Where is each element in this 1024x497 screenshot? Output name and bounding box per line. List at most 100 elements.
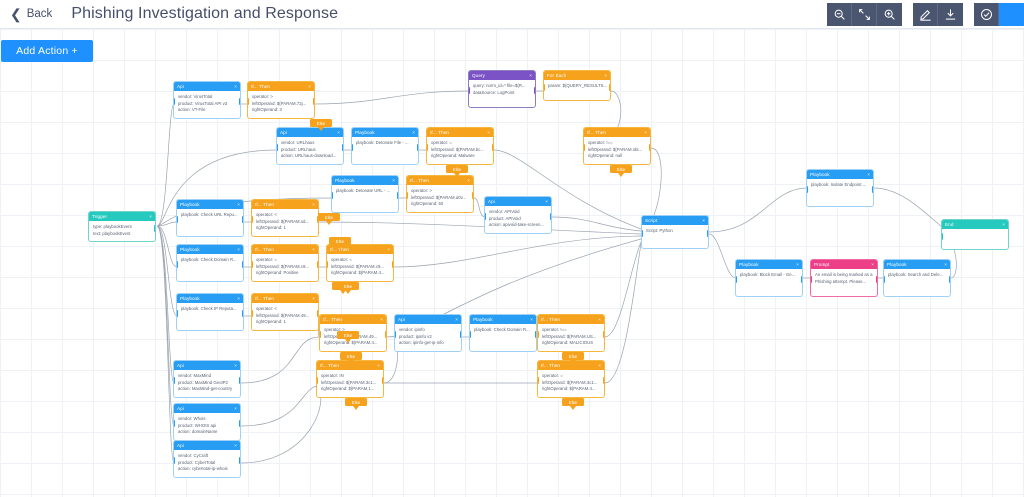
gear-icon[interactable] — [376, 391, 381, 396]
else-branch-badge[interactable]: Else — [446, 165, 468, 177]
close-icon[interactable]: × — [308, 84, 311, 89]
gear-icon[interactable] — [233, 391, 238, 396]
back-button[interactable]: ❮ Back — [10, 7, 52, 21]
node-input-port[interactable] — [584, 144, 585, 151]
node-condition[interactable]: If... Then×operator: =leftOperand: ${PAR… — [426, 127, 494, 165]
close-icon[interactable]: × — [545, 199, 548, 204]
gear-icon[interactable] — [486, 158, 491, 163]
node-input-port[interactable] — [485, 213, 486, 220]
node-playbook[interactable]: Playbook×playbook: Check Domain R... — [176, 244, 244, 282]
node-condition[interactable]: If... Then×operator: =leftOperand: ${PAR… — [251, 244, 319, 282]
close-icon[interactable]: × — [871, 262, 874, 267]
gear-icon[interactable] — [311, 275, 316, 280]
check-circle-icon[interactable] — [974, 3, 999, 26]
node-output-port[interactable] — [385, 331, 386, 338]
node-condition[interactable]: If... Then×operator: <leftOperand: ${PAR… — [251, 199, 319, 237]
node-output-port[interactable] — [603, 377, 604, 384]
gear-icon[interactable] — [1001, 243, 1006, 248]
edit-pencil-icon[interactable] — [913, 3, 938, 26]
gear-icon[interactable] — [454, 345, 459, 350]
gear-icon[interactable] — [411, 158, 416, 163]
node-input-port[interactable] — [327, 261, 328, 268]
node-input-port[interactable] — [248, 98, 249, 105]
else-branch-badge[interactable]: Else — [318, 213, 340, 225]
gear-icon[interactable] — [379, 345, 384, 350]
gear-icon[interactable] — [603, 94, 608, 99]
node-end[interactable]: End× — [941, 219, 1009, 250]
node-output-port[interactable] — [609, 83, 610, 91]
gear-icon[interactable] — [233, 434, 238, 439]
node-input-port[interactable] — [320, 331, 321, 338]
close-icon[interactable]: × — [237, 202, 240, 207]
node-output-port[interactable] — [242, 216, 243, 223]
gear-icon[interactable] — [643, 158, 648, 163]
node-output-port[interactable] — [534, 87, 535, 94]
node-output-port[interactable] — [239, 98, 240, 105]
node-input-port[interactable] — [427, 144, 428, 151]
gear-icon[interactable] — [466, 206, 471, 211]
node-script[interactable]: Script×Script: Python — [641, 215, 709, 249]
node-input-port[interactable] — [332, 192, 333, 199]
close-icon[interactable]: × — [149, 214, 152, 219]
node-condition[interactable]: If... Then×operator: >leftOperand: ${PAR… — [247, 81, 315, 119]
close-icon[interactable]: × — [387, 247, 390, 252]
node-output-port[interactable] — [603, 331, 604, 338]
node-input-port[interactable] — [807, 186, 808, 193]
node-input-port[interactable] — [642, 230, 643, 237]
close-icon[interactable]: × — [377, 363, 380, 368]
node-playbook[interactable]: Playbook×playbook: Check URL Repu... — [176, 199, 244, 237]
close-icon[interactable]: × — [412, 130, 415, 135]
close-icon[interactable]: × — [1002, 222, 1005, 227]
node-input-port[interactable] — [736, 276, 737, 283]
close-icon[interactable]: × — [392, 178, 395, 183]
else-branch-badge[interactable]: Else — [562, 398, 584, 410]
node-output-port[interactable] — [239, 457, 240, 464]
else-branch-badge[interactable]: Else — [610, 165, 632, 177]
gear-icon[interactable] — [236, 275, 241, 280]
gear-icon[interactable] — [597, 391, 602, 396]
node-input-port[interactable] — [252, 261, 253, 268]
node-output-port[interactable] — [392, 261, 393, 268]
node-output-port[interactable] — [154, 224, 155, 232]
gear-icon[interactable] — [528, 101, 533, 106]
close-icon[interactable]: × — [467, 178, 470, 183]
node-output-port[interactable] — [342, 144, 343, 151]
node-output-port[interactable] — [239, 377, 240, 384]
node-playbook[interactable]: Playbook×playbook: Detonate File - ... — [351, 127, 419, 165]
node-output-port[interactable] — [397, 192, 398, 199]
gear-icon[interactable] — [311, 324, 316, 329]
node-playbook[interactable]: Playbook×playbook: Search and Dele... — [883, 259, 951, 297]
gear-icon[interactable] — [701, 242, 706, 247]
else-branch-badge[interactable]: Else — [329, 237, 351, 249]
close-icon[interactable]: × — [237, 247, 240, 252]
node-output-port[interactable] — [460, 331, 461, 338]
gear-icon[interactable] — [233, 471, 238, 476]
else-branch-badge[interactable]: Else — [337, 331, 359, 343]
node-input-port[interactable] — [811, 276, 812, 283]
node-input-port[interactable] — [469, 87, 470, 94]
else-branch-badge[interactable]: Else — [562, 352, 584, 364]
close-icon[interactable]: × — [796, 262, 799, 267]
node-playbook[interactable]: Playbook×playbook: Isolate Endpoint ... — [806, 169, 874, 207]
node-input-port[interactable] — [352, 144, 353, 151]
node-input-port[interactable] — [174, 457, 175, 464]
node-condition[interactable]: If... Then×operator: <leftOperand: ${PAR… — [251, 293, 319, 331]
node-condition[interactable]: If... Then×operator: =leftOperand: ${PAR… — [326, 244, 394, 282]
close-icon[interactable]: × — [234, 406, 237, 411]
gear-icon[interactable] — [943, 290, 948, 295]
else-branch-badge[interactable]: Else — [337, 282, 359, 294]
close-icon[interactable]: × — [598, 363, 601, 368]
node-output-port[interactable] — [242, 261, 243, 268]
node-for-each[interactable]: For Each×param: ${QUERY_RESULTS... — [543, 70, 611, 101]
gear-icon[interactable] — [336, 158, 341, 163]
node-output-port[interactable] — [417, 144, 418, 151]
add-action-button[interactable]: Add Action + — [1, 40, 93, 62]
node-output-port[interactable] — [313, 98, 314, 105]
close-icon[interactable]: × — [337, 130, 340, 135]
gear-icon[interactable] — [311, 230, 316, 235]
